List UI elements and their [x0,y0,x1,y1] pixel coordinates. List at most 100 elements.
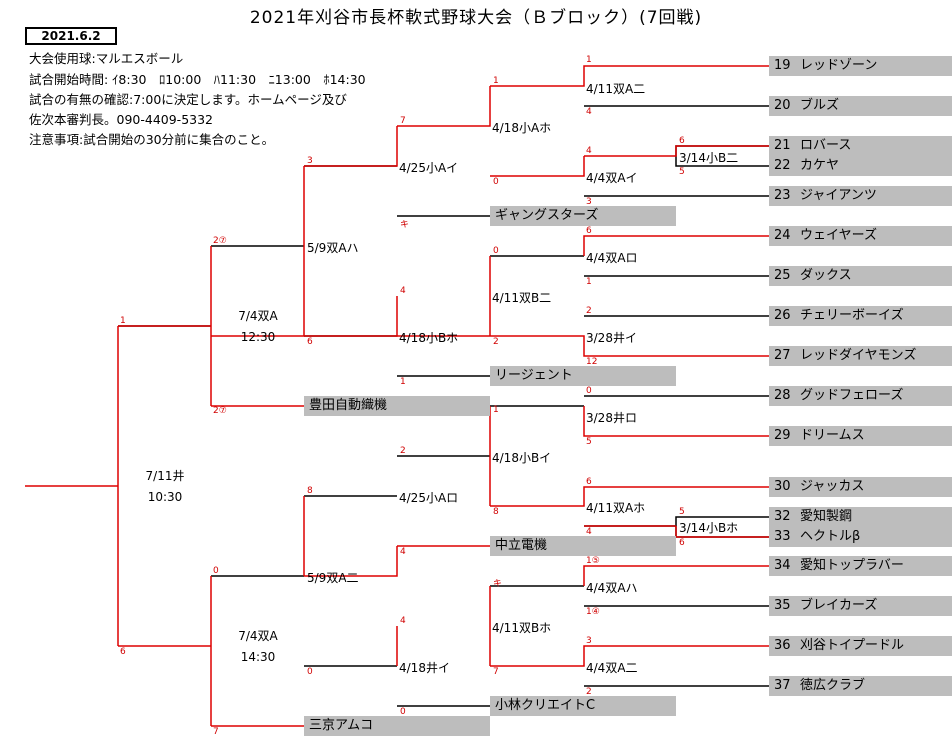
score-r1a-bot: 5 [679,167,685,177]
score-sf1-top: 2⑦ [213,236,227,246]
score-r1b-bot: 6 [679,538,685,548]
match-r3b: 4/11双B二 [492,291,552,305]
info-contact: 佐次本審判長。090-4409-5332 [29,112,214,127]
match-r3c: 4/18小Bイ [492,451,552,465]
score-r4c-top: 2 [400,446,406,456]
match-sf2-date: 7/4双A [238,629,278,643]
match-r2g: 4/4双Aハ [586,581,638,595]
info-start-times: 試合開始時間: ｲ8:30 ﾛ10:00 ﾊ11:30 ﾆ13:00 ﾎ14:3… [29,72,366,87]
score-r5b-top: 8 [307,486,313,496]
score-r3b-bot: 2 [493,337,499,347]
score-r4d-bot: 0 [400,707,406,717]
info-ball: 大会使用球:マルエスボール [29,51,184,66]
match-final-time: 10:30 [147,490,183,504]
score-r2f-top: 6 [586,477,592,487]
match-r5a: 5/9双Aハ [307,241,359,255]
score-r2e-top: 0 [586,386,592,396]
match-r4d: 4/18井イ [399,661,450,675]
match-r2d: 3/28井イ [586,331,637,345]
score-r3b-top: 0 [493,246,499,256]
score-sf2-top: 0 [213,566,219,576]
score-r2d-bot: 12 [586,357,598,367]
score-r2b-bot: 3 [586,197,592,207]
score-r4a-bot: キ [400,220,410,230]
match-r1a: 3/14小B二 [679,151,739,165]
score-r3c-top: 1 [493,405,499,415]
match-r4b: 4/18小Bホ [399,331,459,345]
score-r4b-bot: 1 [400,377,406,387]
seed-toyota-shokki: 豊田自動織機 [304,396,490,416]
score-r1a-top: 6 [679,136,685,146]
score-r2a-top: 1 [586,55,592,65]
score-r5a-top: 3 [307,156,313,166]
score-r3a-bot: 0 [493,177,499,187]
score-r2d-top: 2 [586,306,592,316]
score-r4c-bot: 4 [400,547,406,557]
score-r2e-bot: 5 [586,437,592,447]
score-r5a-bot: 6 [307,337,313,347]
seed-sankyo-amco: 三京アムコ [304,716,490,736]
match-final-date: 7/11井 [145,469,185,483]
score-r2f-bot: 4 [586,527,592,537]
match-r2h: 4/4双A二 [586,661,638,675]
score-r4b-top: 4 [400,286,406,296]
match-r2a: 4/11双A二 [586,82,646,96]
info-confirmation: 試合の有無の確認:7:00に決定します。ホームページ及び [29,92,347,107]
match-r3a: 4/18小Aホ [492,121,552,135]
bracket-lines-red [25,65,769,727]
score-sf1-bot: 2⑦ [213,406,227,416]
match-sf1-date: 7/4双A [238,309,278,323]
score-r5b-bot: 0 [307,667,313,677]
match-r1b: 3/14小Bホ [679,521,739,535]
match-r4a: 4/25小Aイ [399,161,459,175]
score-r3d-top: キ [493,579,503,589]
score-r2h-bot: 2 [586,687,592,697]
seed-regent: リージェント [490,366,676,386]
score-r4a-top: 7 [400,116,406,126]
score-sf2-bot: 7 [213,727,219,737]
score-r2h-top: 3 [586,636,592,646]
match-r4c: 4/25小Aロ [399,491,459,505]
score-r4d-top: 4 [400,616,406,626]
score-r3a-top: 1 [493,76,499,86]
page-title: 2021年刈谷市長杯軟式野球大会（Ｂブロック）(7回戦) [249,8,703,28]
score-r2g-bot: 1④ [586,607,600,617]
match-r2e: 3/28井ロ [586,411,637,425]
score-final-bot: 6 [120,647,126,657]
score-r2a-bot: 4 [586,107,592,117]
score-r3c-bot: 8 [493,507,499,517]
match-r2b: 4/4双Aイ [586,171,638,185]
score-r2c-bot: 1 [586,277,592,287]
score-r1b-top: 5 [679,507,685,517]
info-notes: 注意事項:試合開始の30分前に集合のこと。 [29,132,275,147]
match-sf2-time: 14:30 [240,650,276,664]
date-badge: 2021.6.2 [25,27,117,45]
score-final-top: 1 [120,316,126,326]
score-r2b-top: 4 [586,146,592,156]
match-r2c: 4/4双Aロ [586,251,638,265]
seed-gangsters: ギャングスターズ [490,206,676,226]
match-sf1-time: 12:30 [240,330,276,344]
score-r3d-bot: 7 [493,667,499,677]
seed-churitsu-denki: 中立電機 [490,536,676,556]
match-r3d: 4/11双Bホ [492,621,552,635]
score-r2c-top: 6 [586,226,592,236]
match-r5b: 5/9双A二 [307,571,359,585]
